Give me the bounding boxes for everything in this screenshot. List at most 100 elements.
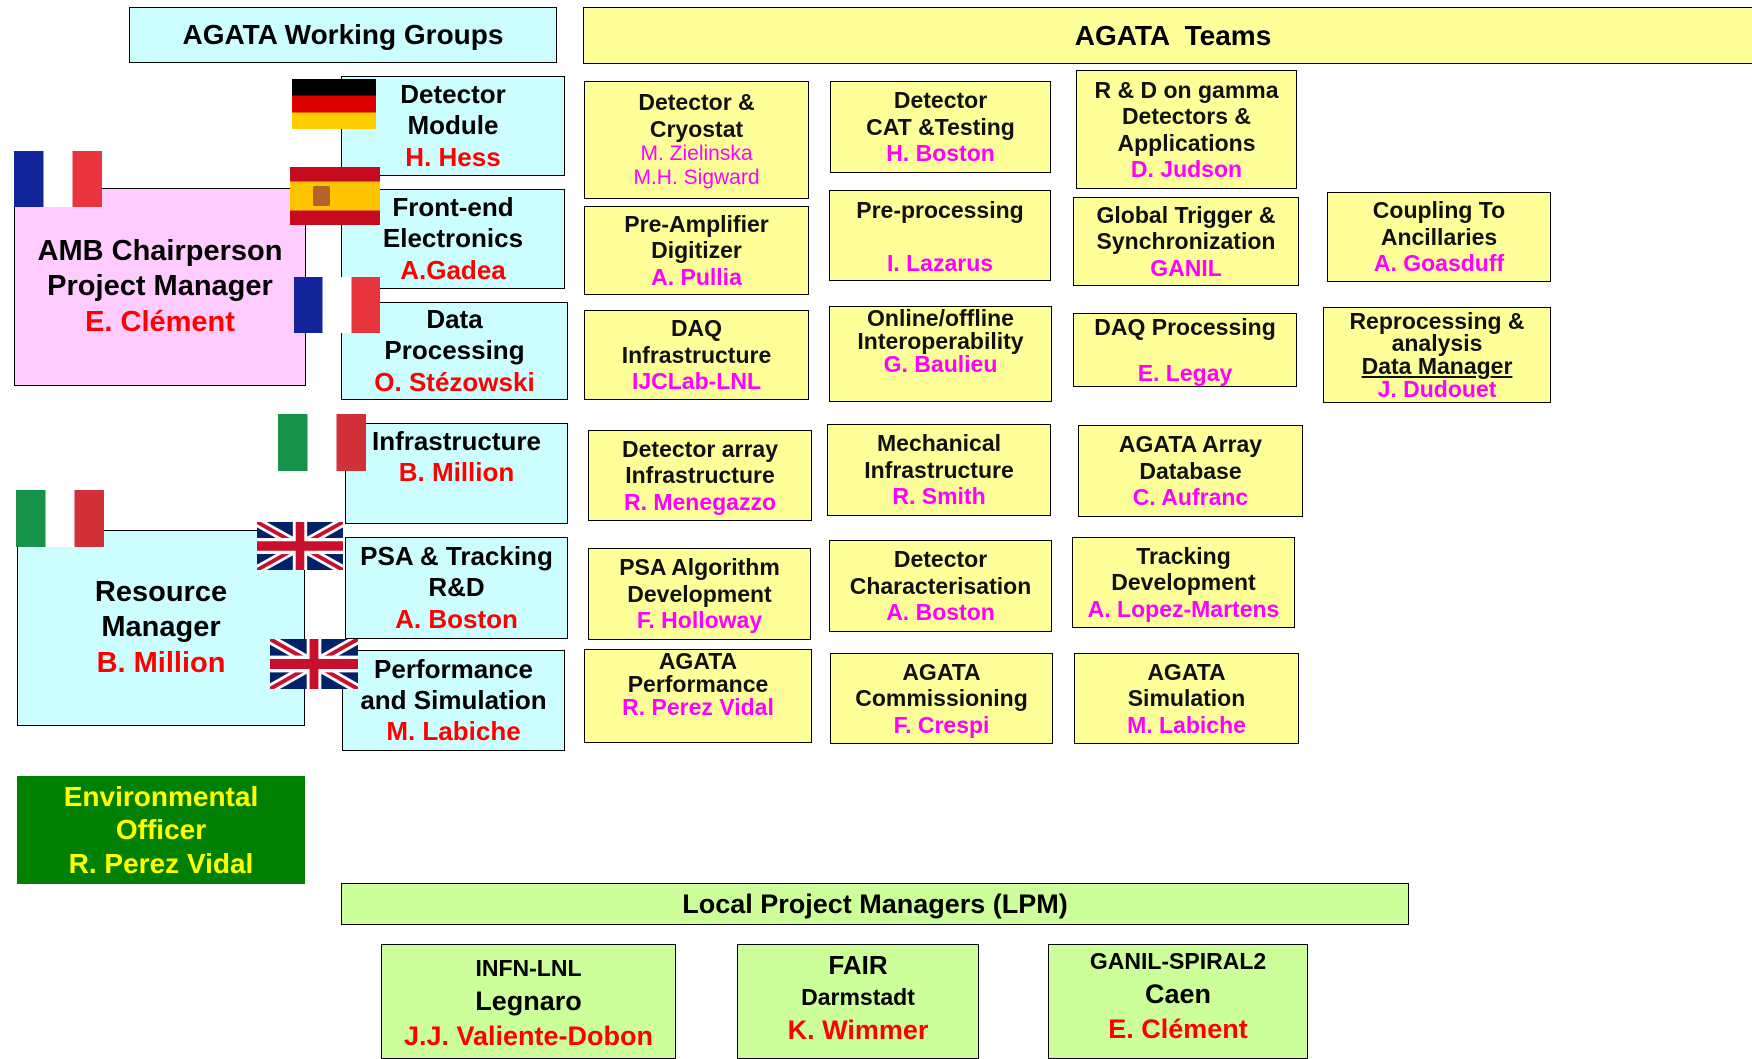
- team-line1: DAQ: [670, 315, 723, 342]
- teams-header: AGATA Teams: [583, 7, 1752, 64]
- team-line2: Database: [1139, 457, 1242, 484]
- wg-line2: Processing: [384, 335, 525, 366]
- team-line1: Pre-Amplifier: [624, 210, 769, 237]
- resource-line2: Manager: [101, 611, 221, 644]
- team-line1: AGATA: [1147, 658, 1226, 685]
- wg-line1: Data: [426, 304, 483, 335]
- team-name: R. Smith: [892, 483, 986, 510]
- italy-flag: [278, 414, 366, 471]
- team-name: M. Zielinska: [640, 142, 753, 166]
- wg-line2: Module: [407, 110, 499, 141]
- team-line1: Pre-processing: [856, 197, 1024, 223]
- wg-line2: and Simulation: [360, 684, 547, 715]
- team-name: I. Lazarus: [886, 249, 994, 276]
- team-rd-gamma: R & D on gamma Detectors & Applications …: [1076, 70, 1297, 189]
- wg-detector-module: Detector Module H. Hess: [341, 76, 565, 176]
- env-line1: Environmental: [63, 780, 259, 812]
- amb-title: AMB Chairperson: [37, 234, 283, 267]
- team-line2: Commissioning: [855, 685, 1028, 712]
- team-name: M. Labiche: [1127, 711, 1246, 738]
- lpm-name: K. Wimmer: [787, 1014, 929, 1045]
- wg-line1: PSA & Tracking: [360, 541, 553, 572]
- team-line1: R & D on gamma: [1094, 76, 1279, 103]
- team-name: R. Perez Vidal: [622, 694, 774, 720]
- team-line2: Infrastructure: [621, 341, 772, 368]
- team-name: R. Menegazzo: [623, 488, 777, 515]
- team-line1: DAQ Processing: [1094, 314, 1276, 340]
- amb-subtitle: Project Manager: [47, 270, 273, 303]
- team-line2: analysis: [1391, 330, 1483, 357]
- team-name: M.H. Sigward: [633, 166, 760, 190]
- team-name: C. Aufranc: [1132, 484, 1249, 511]
- wg-name: B. Million: [398, 457, 515, 488]
- team-line1: Reprocessing &: [1349, 307, 1525, 334]
- team-name: H. Boston: [886, 140, 995, 167]
- team-detector-characterisation: Detector Characterisation A. Boston: [829, 540, 1052, 632]
- wg-line1: Detector: [400, 79, 506, 110]
- env-name: R. Perez Vidal: [68, 847, 254, 879]
- team-name: A. Goasduff: [1373, 250, 1505, 277]
- team-detector-cryostat: Detector & Cryostat M. Zielinska M.H. Si…: [584, 81, 809, 199]
- amb-name: E. Clément: [85, 305, 235, 338]
- france-flag: [294, 277, 380, 333]
- team-line2: Synchronization: [1096, 228, 1276, 255]
- team-name: GANIL: [1150, 254, 1222, 281]
- amb-chairperson-box: AMB Chairperson Project Manager E. Cléme…: [14, 188, 306, 386]
- team-preprocessing: Pre-processing I. Lazarus: [829, 190, 1051, 281]
- wg-name: H. Hess: [405, 141, 501, 172]
- team-online-offline: Online/offline Interoperability G. Bauli…: [829, 306, 1052, 402]
- team-line2: Infrastructure: [625, 462, 775, 489]
- team-line2: Ancillaries: [1380, 223, 1498, 250]
- wg-infrastructure: Infrastructure B. Million: [345, 423, 568, 524]
- team-daq-infrastructure: DAQ Infrastructure IJCLab-LNL: [584, 310, 809, 400]
- team-preamplifier: Pre-Amplifier Digitizer A. Pullia: [584, 206, 809, 295]
- working-groups-header-label: AGATA Working Groups: [182, 19, 504, 51]
- team-line1: Detector array: [622, 435, 778, 462]
- team-line2: Detectors &: [1121, 103, 1252, 130]
- uk-flag: [270, 639, 358, 689]
- team-name: E. Legay: [1137, 359, 1233, 386]
- team-simulation: AGATA Simulation M. Labiche: [1074, 653, 1299, 744]
- team-line1: Detector &: [638, 89, 755, 116]
- lpm-name: J.J. Valiente-Dobon: [403, 1020, 654, 1051]
- lpm-lab: GANIL-SPIRAL2: [1089, 948, 1267, 974]
- resource-line1: Resource: [94, 575, 228, 608]
- wg-name: A. Boston: [395, 603, 518, 634]
- team-line1: AGATA Array: [1118, 431, 1263, 458]
- resource-name: B. Million: [96, 646, 226, 679]
- team-line1: PSA Algorithm: [619, 554, 780, 581]
- italy-flag: [16, 490, 104, 547]
- wg-name: M. Labiche: [386, 716, 521, 747]
- team-line2: Infrastructure: [864, 456, 1014, 483]
- team-line2: Simulation: [1127, 685, 1246, 712]
- uk-flag: [257, 522, 343, 570]
- wg-psa-tracking: PSA & Tracking R&D A. Boston: [345, 537, 568, 639]
- team-name: A. Lopez-Martens: [1087, 595, 1280, 622]
- germany-flag: [292, 79, 376, 129]
- team-line2: Characterisation: [849, 572, 1032, 599]
- team-line2: Development: [1111, 569, 1256, 596]
- team-detector-cat: Detector CAT &Testing H. Boston: [830, 81, 1051, 173]
- team-name: A. Pullia: [651, 263, 742, 290]
- spain-flag: [290, 167, 380, 225]
- lpm-fair: FAIR Darmstadt K. Wimmer: [737, 944, 979, 1059]
- team-daq-processing: DAQ Processing E. Legay: [1073, 313, 1297, 387]
- lpm-site: Darmstadt: [801, 983, 915, 1010]
- team-commissioning: AGATA Commissioning F. Crespi: [830, 653, 1053, 744]
- lpm-name: E. Clément: [1108, 1013, 1248, 1044]
- team-reprocessing: Reprocessing & analysis Data Manager J. …: [1323, 307, 1551, 403]
- wg-name: O. Stézowski: [374, 366, 535, 397]
- team-line2: Interoperability: [857, 328, 1024, 354]
- lpm-site: Caen: [1144, 978, 1212, 1009]
- wg-name: A.Gadea: [400, 254, 506, 285]
- team-mechanical: Mechanical Infrastructure R. Smith: [827, 424, 1051, 516]
- team-line1: Tracking: [1136, 542, 1231, 569]
- team-name: G. Baulieu: [883, 351, 998, 377]
- team-name: J. Dudouet: [1377, 375, 1497, 402]
- team-line1: AGATA: [902, 658, 981, 685]
- team-line2: Digitizer: [651, 237, 742, 264]
- wg-line1: Infrastructure: [371, 426, 542, 456]
- team-name: F. Crespi: [893, 711, 990, 738]
- team-line1: Detector: [893, 546, 988, 573]
- wg-performance-simulation: Performance and Simulation M. Labiche: [342, 650, 565, 751]
